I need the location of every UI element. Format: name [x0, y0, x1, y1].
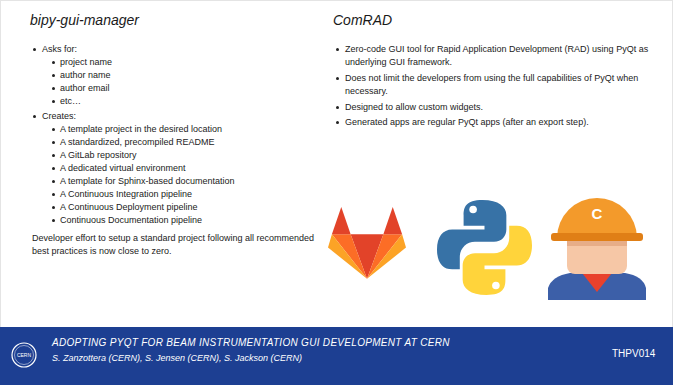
helmet-letter: C: [592, 205, 603, 222]
worker-icon: [548, 198, 646, 300]
list-subitem: author name: [60, 69, 111, 82]
logo-text: CERN: [17, 352, 31, 358]
list-subitem: A standardized, precompiled README: [60, 136, 215, 149]
bullet-dot: [52, 193, 55, 196]
bullet-dot: [336, 121, 339, 124]
list-item: Asks for:: [42, 43, 77, 56]
gitlab-logo: [328, 207, 406, 279]
list-subitem: A template for Sphinx-based documentatio…: [60, 175, 235, 188]
summary-text: Developer effort to setup a standard pro…: [32, 232, 322, 257]
python-logo: [437, 200, 532, 295]
section-heading: ComRAD: [333, 12, 392, 29]
list-subitem: A Continuous Integration pipeline: [60, 188, 192, 201]
section-heading: bipy-gui-manager: [30, 12, 139, 29]
bullet-dot: [52, 100, 55, 103]
bullet-dot: [52, 141, 55, 144]
bullet-dot: [33, 115, 36, 118]
bullet-dot: [336, 77, 339, 80]
bullet-dot: [52, 61, 55, 64]
footer-authors: S. Zanzottera (CERN), S. Jensen (CERN), …: [52, 352, 302, 364]
list-item: Creates:: [42, 110, 76, 123]
list-subitem: Continuous Documentation pipeline: [60, 214, 202, 227]
list-subitem: A Continuous Deployment pipeline: [60, 201, 198, 214]
list-item: Does not limit the developers from using…: [345, 72, 660, 97]
bullet-dot: [33, 48, 36, 51]
bullet-dot: [52, 180, 55, 183]
footer-band: ADOPTING PYQT FOR BEAM INSTRUMENTATION G…: [0, 327, 673, 385]
bullet-dot: [52, 154, 55, 157]
list-subitem: A GitLab repository: [60, 149, 137, 162]
list-subitem: author email: [60, 82, 110, 95]
list-item: Generated apps are regular PyQt apps (af…: [345, 116, 660, 129]
bullet-dot: [52, 219, 55, 222]
list-subitem: project name: [60, 56, 112, 69]
bullet-dot: [52, 74, 55, 77]
paper-code: THPV014: [612, 347, 655, 360]
bullet-dot: [52, 128, 55, 131]
bullet-dot: [52, 167, 55, 170]
list-subitem: A dedicated virtual environment: [60, 162, 186, 175]
bullet-dot: [336, 48, 339, 51]
footer-title: ADOPTING PYQT FOR BEAM INSTRUMENTATION G…: [52, 336, 450, 349]
bullet-dot: [52, 206, 55, 209]
list-subitem: A template project in the desired locati…: [60, 123, 222, 136]
list-subitem: etc…: [60, 95, 81, 108]
bullet-dot: [52, 87, 55, 90]
bullet-dot: [336, 106, 339, 109]
list-item: Zero-code GUI tool for Rapid Application…: [345, 43, 660, 68]
list-item: Designed to allow custom widgets.: [345, 101, 660, 114]
